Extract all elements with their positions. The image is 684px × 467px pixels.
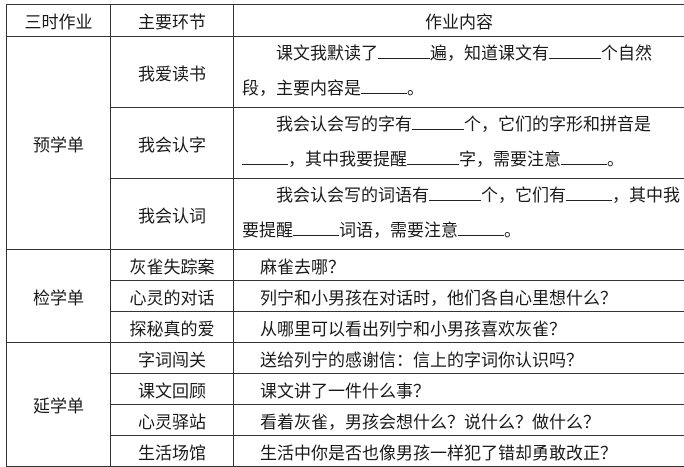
step-label: 我会认字 [111,108,234,179]
fill-blank[interactable] [561,148,607,165]
stage-check-study: 检学单 [7,250,111,343]
stage-extend-study: 延学单 [7,343,111,467]
step-label: 字词闯关 [111,343,234,374]
header-main-step: 主要环节 [111,5,234,37]
step-label: 心灵的对话 [111,281,234,312]
content-text: 。 [504,221,521,241]
content-text: 。 [407,79,424,99]
header-row: 三时作业 主要环节 作业内容 [7,5,684,37]
homework-table: 三时作业 主要环节 作业内容 预学单 我爱读书 课文我默读了遍，知道课文有个自然… [6,4,684,467]
step-label: 我会认词 [111,179,234,250]
table-row: 延学单 字词闯关 送给列宁的感谢信：信上的字词你认识吗？ [7,343,684,374]
fill-blank[interactable] [549,42,601,59]
content-text: ，其中我要提醒 [288,150,407,170]
fill-blank[interactable] [407,148,459,165]
content-cell: 我会认会写的词语有个，它们有，其中我要提醒词语，需要注意。 [234,179,684,250]
fill-blank[interactable] [458,219,504,236]
content-cell: 生活中你是否也像男孩一样犯了错却勇敢改正？ [234,436,684,467]
content-cell: 麻雀去哪？ [234,250,684,281]
fill-blank[interactable] [361,77,407,94]
content-text: 。 [607,150,624,170]
content-text: 课文我默读了 [276,44,378,64]
step-label: 心灵驿站 [111,405,234,436]
stage-pre-study: 预学单 [7,37,111,250]
content-cell: 我会认会写的字有 个，它们的字形和拼音是 ，其中我要提醒 字，需要注意 。 [234,108,684,179]
step-label: 探秘真的爱 [111,312,234,343]
step-label: 我爱读书 [111,37,234,108]
content-cell: 送给列宁的感谢信：信上的字词你认识吗？ [234,343,684,374]
content-text: 我会认会写的词语有 [276,186,429,206]
content-text: 个，它们有 [481,186,566,206]
fill-blank[interactable] [429,184,481,201]
step-label: 生活场馆 [111,436,234,467]
content-text: 我会认会写的字有 [276,115,412,135]
content-text: 个，它们的字形和拼音是 [464,115,651,135]
fill-blank[interactable] [293,219,339,236]
fill-blank[interactable] [566,184,612,201]
fill-blank[interactable] [378,42,430,59]
fill-blank[interactable] [242,148,288,165]
content-cell: 列宁和小男孩在对话时，他们各自心里想什么？ [234,281,684,312]
content-cell: 课文我默读了遍，知道课文有个自然段，主要内容是。 [234,37,684,108]
table-row: 预学单 我爱读书 课文我默读了遍，知道课文有个自然段，主要内容是。 [7,37,684,108]
content-text: 遍，知道课文有 [430,44,549,64]
content-cell: 看着灰雀，男孩会想什么？说什么？做什么？ [234,405,684,436]
header-homework-content: 作业内容 [234,5,684,37]
fill-blank[interactable] [412,113,464,130]
content-text: 词语，需要注意 [339,221,458,241]
content-text: 字，需要注意 [459,150,561,170]
step-label: 灰雀失踪案 [111,250,234,281]
content-cell: 从哪里可以看出列宁和小男孩喜欢灰雀？ [234,312,684,343]
header-three-homework: 三时作业 [7,5,111,37]
step-label: 课文回顾 [111,374,234,405]
content-cell: 课文讲了一件什么事？ [234,374,684,405]
table-row: 检学单 灰雀失踪案 麻雀去哪？ [7,250,684,281]
